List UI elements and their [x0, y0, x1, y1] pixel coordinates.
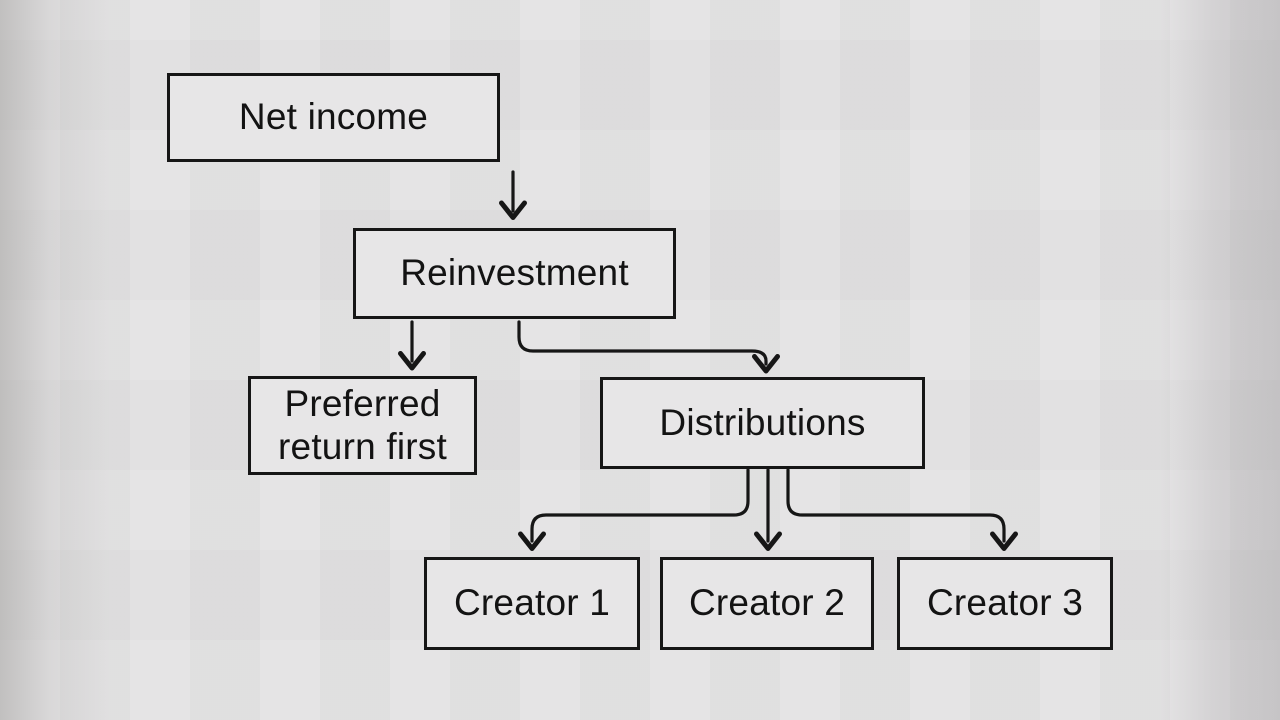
arrow-distributions-to-creator-3	[786, 468, 1018, 551]
arrow-net-income-to-reinvestment	[499, 170, 527, 220]
node-creator-1-label: Creator 1	[453, 582, 611, 624]
arrow-distributions-to-creator-2	[754, 468, 782, 551]
node-distributions-label: Distributions	[659, 401, 866, 443]
arrow-distributions-to-creator-1	[518, 468, 750, 551]
node-creator-3-label: Creator 3	[926, 582, 1084, 624]
arrowhead-icon	[398, 351, 426, 371]
arrowhead-icon	[499, 200, 527, 220]
node-creator-1: Creator 1	[424, 557, 640, 650]
arrow-shaft	[517, 320, 768, 366]
arrow-reinvestment-to-preferred-return	[398, 320, 426, 371]
arrow-reinvestment-to-distributions	[517, 320, 780, 374]
node-net-income: Net income	[167, 73, 500, 162]
node-creator-2-label: Creator 2	[688, 582, 846, 624]
node-preferred-return-first: Preferred return first	[248, 376, 477, 475]
arrow-shaft	[530, 468, 750, 543]
node-reinvestment-label: Reinvestment	[400, 252, 629, 294]
arrowhead-icon	[518, 531, 546, 551]
arrowhead-icon	[752, 354, 780, 374]
node-creator-3: Creator 3	[897, 557, 1113, 650]
node-preferred-return-first-label: Preferred return first	[278, 383, 447, 467]
arrowhead-icon	[990, 531, 1018, 551]
arrow-shaft	[786, 468, 1006, 543]
node-distributions: Distributions	[600, 377, 925, 469]
arrowhead-icon	[754, 531, 782, 551]
node-creator-2: Creator 2	[660, 557, 874, 650]
node-net-income-label: Net income	[238, 96, 429, 138]
node-reinvestment: Reinvestment	[353, 228, 676, 319]
